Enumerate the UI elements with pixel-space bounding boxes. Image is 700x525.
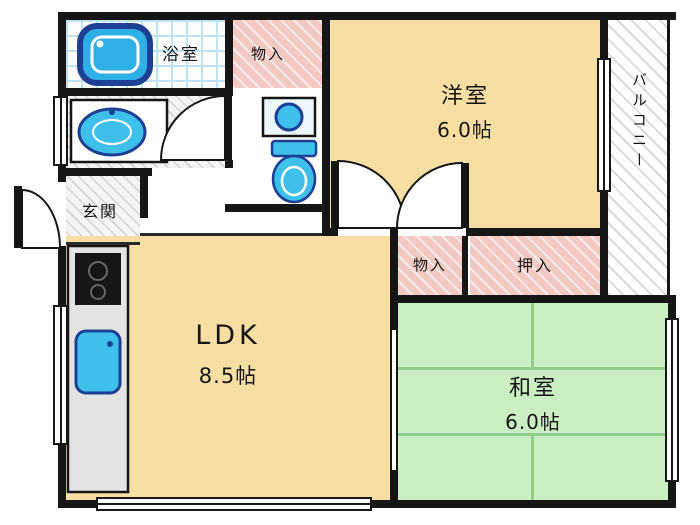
sliding-door-icon — [390, 330, 398, 470]
wall — [390, 470, 398, 508]
wall — [58, 445, 66, 508]
wall — [372, 500, 676, 508]
wall — [322, 12, 330, 236]
room-balcony — [608, 20, 670, 295]
room-oshiire — [470, 236, 600, 295]
room-washroom — [66, 96, 225, 168]
tatami-line — [531, 303, 534, 367]
label-storage-mid: 物入 — [412, 256, 447, 274]
label-ldk-size: 8.5帖 — [198, 364, 258, 388]
room-storage-mid — [398, 236, 462, 295]
label-balcony: バルコニー — [630, 72, 648, 172]
entrance-door-swing-icon — [14, 186, 62, 249]
wall — [225, 160, 233, 168]
room-toilet — [233, 96, 322, 204]
label-japanese-room-size: 6.0帖 — [505, 410, 561, 434]
room-storage-top — [233, 20, 322, 88]
label-western-room: 洋室 — [440, 84, 489, 109]
wall — [58, 168, 152, 176]
window-icon — [665, 318, 679, 482]
room-japanese — [398, 303, 668, 500]
wall — [225, 12, 233, 88]
wall — [390, 295, 676, 303]
label-japanese-room: 和室 — [508, 376, 557, 401]
label-entrance: 玄関 — [82, 202, 119, 221]
tatami-line — [398, 367, 668, 370]
label-bathroom: 浴室 — [162, 45, 200, 65]
window-icon — [53, 96, 68, 166]
wall — [462, 236, 468, 295]
label-western-room-size: 6.0帖 — [437, 118, 493, 142]
window-icon — [96, 497, 372, 511]
wall — [322, 228, 338, 236]
label-ldk: LDK — [195, 320, 261, 351]
wall — [58, 88, 233, 96]
wall — [58, 12, 66, 96]
room-bathroom — [66, 20, 225, 88]
wall — [58, 12, 676, 20]
wall — [390, 303, 398, 330]
label-oshiire: 押入 — [516, 256, 553, 275]
tatami-line — [531, 433, 534, 500]
wall — [600, 12, 608, 58]
wall — [390, 228, 398, 303]
wall — [58, 500, 96, 508]
wall — [225, 204, 330, 212]
wall — [668, 295, 676, 318]
entrance-step-line — [66, 242, 140, 245]
wall — [668, 482, 676, 508]
window-icon — [597, 58, 611, 192]
label-storage-top: 物入 — [251, 45, 286, 63]
room-entrance — [66, 176, 140, 244]
hall-ldk-line — [140, 233, 330, 236]
wall — [58, 246, 66, 305]
wall — [466, 228, 608, 236]
wall — [140, 168, 148, 218]
wall — [600, 192, 608, 303]
